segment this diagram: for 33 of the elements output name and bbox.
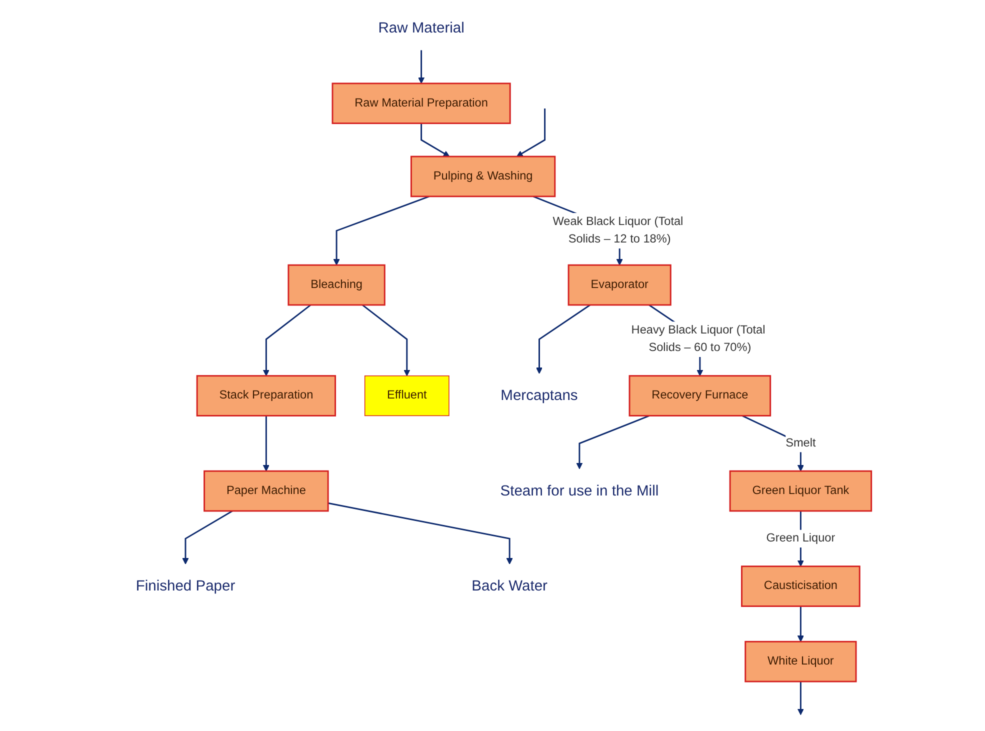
arrow (797, 682, 804, 716)
edge-label: Smelt (786, 436, 816, 450)
arrow (262, 304, 312, 376)
node-box: Pulping & Washing (410, 156, 556, 198)
node-box: Evaporator (568, 264, 672, 306)
edge-label: Weak Black Liquor (Total Solids – 12 to 18%) (552, 215, 684, 246)
arrow (333, 196, 430, 266)
arrow (418, 50, 425, 84)
node-box: White Liquor (744, 640, 857, 682)
node-box: Raw Material Preparation (332, 82, 511, 124)
arrow (797, 606, 804, 642)
node-box: Green Liquor Tank (729, 470, 872, 512)
arrow (182, 510, 233, 564)
node-text: Mercaptans (500, 388, 578, 404)
node-box: Effluent (364, 375, 450, 416)
node-box: Paper Machine (204, 470, 329, 512)
node-box: Recovery Furnace (628, 375, 772, 416)
edge-label: Green Liquor (766, 532, 836, 545)
arrow (576, 415, 650, 470)
arrow (536, 304, 590, 374)
node-box: Bleaching (288, 264, 386, 306)
arrow (328, 502, 513, 564)
arrow (420, 123, 450, 157)
node-box: Causticisation (741, 566, 860, 607)
edge-label: Heavy Black Liquor (Total Solids – 60 to 70%) (631, 324, 766, 354)
node-text: Finished Paper (136, 578, 236, 594)
arrow (262, 416, 270, 472)
node-text: Steam for use in the Mill (500, 482, 659, 500)
arrow (362, 304, 410, 376)
node-text: Back Water (472, 578, 548, 594)
node-box: Stack Preparation (196, 375, 336, 416)
arrow (516, 108, 546, 157)
node-text: Raw Material (378, 20, 464, 36)
